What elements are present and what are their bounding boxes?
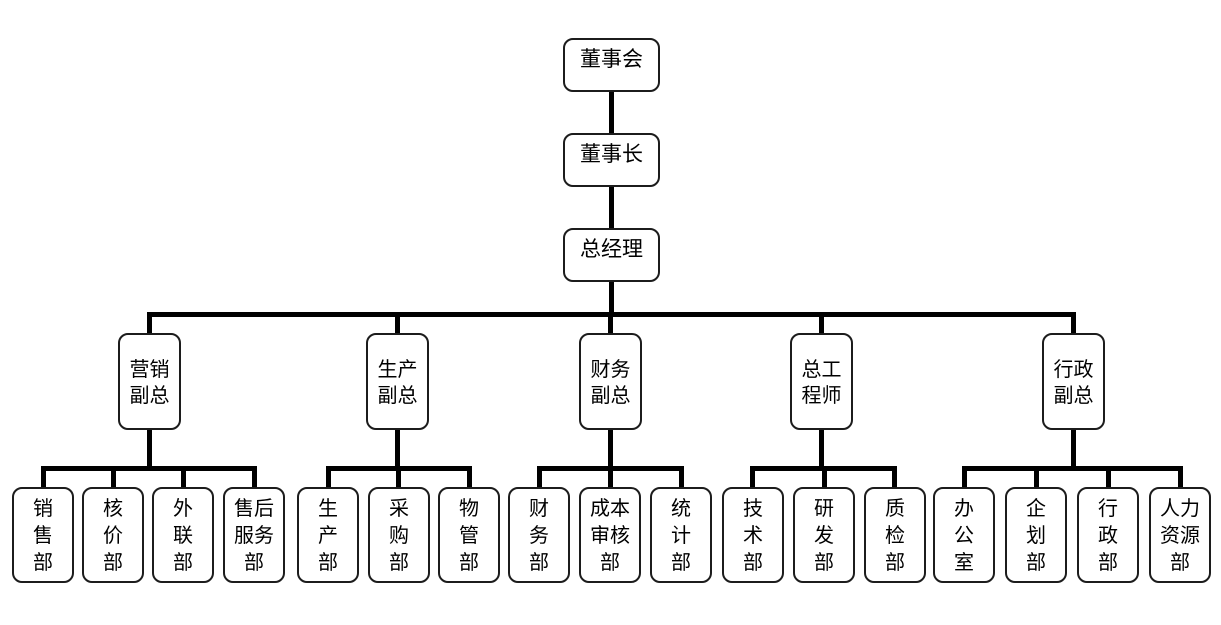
connector-drop-finance-vp	[608, 314, 613, 334]
connector-drop-materials-dept	[467, 469, 472, 488]
connector-drop-purchasing-dept	[396, 469, 401, 488]
org-node-statistics-dept: 统 计 部	[650, 487, 712, 583]
org-node-chief-engineer: 总工 程师	[790, 333, 853, 430]
connector-gm-bus	[609, 280, 614, 314]
org-node-quality-inspection-dept: 质 检 部	[864, 487, 926, 583]
connector-drop-quality-dept	[892, 469, 897, 488]
connector-drop-admin-dept	[1106, 469, 1111, 488]
org-node-admin-dept: 行 政 部	[1077, 487, 1139, 583]
org-node-general-office: 办 公 室	[933, 487, 995, 583]
connector-drop-admin-vp	[1071, 314, 1076, 334]
connector-drop-marketing-vp	[147, 314, 152, 334]
connector-drop-production-dept	[326, 469, 331, 488]
org-node-production-vp: 生产 副总	[366, 333, 429, 430]
connector-drop-finance-dept	[537, 469, 542, 488]
org-node-production-dept: 生 产 部	[297, 487, 359, 583]
org-node-finance-dept: 财 务 部	[508, 487, 570, 583]
connector-production-group-bus	[326, 466, 472, 471]
org-node-finance-vp: 财务 副总	[579, 333, 642, 430]
connector-drop-outreach-dept	[181, 469, 186, 488]
connector-finance-group-bus	[537, 466, 684, 471]
connector-drop-cost-audit-dept	[608, 469, 613, 488]
connector-drop-general-office	[962, 469, 967, 488]
connector-finance-vp-bus	[608, 428, 613, 467]
org-node-admin-vp: 行政 副总	[1042, 333, 1105, 430]
org-node-after-sales-service-dept: 售后 服务 部	[223, 487, 285, 583]
org-node-outreach-dept: 外 联 部	[152, 487, 214, 583]
org-node-hr-dept: 人力 资源 部	[1149, 487, 1211, 583]
org-node-rnd-dept: 研 发 部	[793, 487, 855, 583]
org-node-board-of-directors: 董事会	[563, 38, 660, 92]
org-node-chairman: 董事长	[563, 133, 660, 187]
connector-drop-pricing-dept	[111, 469, 116, 488]
connector-drop-after-sales-dept	[252, 469, 257, 488]
org-node-general-manager: 总经理	[563, 228, 660, 282]
connector-drop-planning-dept	[1034, 469, 1039, 488]
connector-drop-production-vp	[395, 314, 400, 334]
connector-chairman-gm	[609, 185, 614, 230]
connector-engineering-group-bus	[750, 466, 897, 471]
connector-drop-rnd-dept	[822, 469, 827, 488]
connector-production-vp-bus	[395, 428, 400, 467]
org-node-planning-dept: 企 划 部	[1005, 487, 1067, 583]
org-node-cost-audit-dept: 成本 审核 部	[579, 487, 641, 583]
org-node-purchasing-dept: 采 购 部	[368, 487, 430, 583]
org-node-sales-dept: 销 售 部	[12, 487, 74, 583]
org-node-technology-dept: 技 术 部	[722, 487, 784, 583]
org-node-marketing-vp: 营销 副总	[118, 333, 181, 430]
connector-drop-hr-dept	[1178, 469, 1183, 488]
org-node-materials-management-dept: 物 管 部	[438, 487, 500, 583]
connector-marketing-vp-bus	[147, 428, 152, 467]
connector-drop-chief-engineer	[819, 314, 824, 334]
connector-admin-vp-bus	[1071, 428, 1076, 467]
connector-drop-statistics-dept	[679, 469, 684, 488]
connector-board-chairman	[609, 90, 614, 135]
connector-drop-technology-dept	[750, 469, 755, 488]
connector-marketing-group-bus	[41, 466, 257, 471]
connector-drop-sales-dept	[41, 469, 46, 488]
connector-chief-engineer-bus	[819, 428, 824, 467]
connector-admin-group-bus	[962, 466, 1183, 471]
org-node-pricing-dept: 核 价 部	[82, 487, 144, 583]
